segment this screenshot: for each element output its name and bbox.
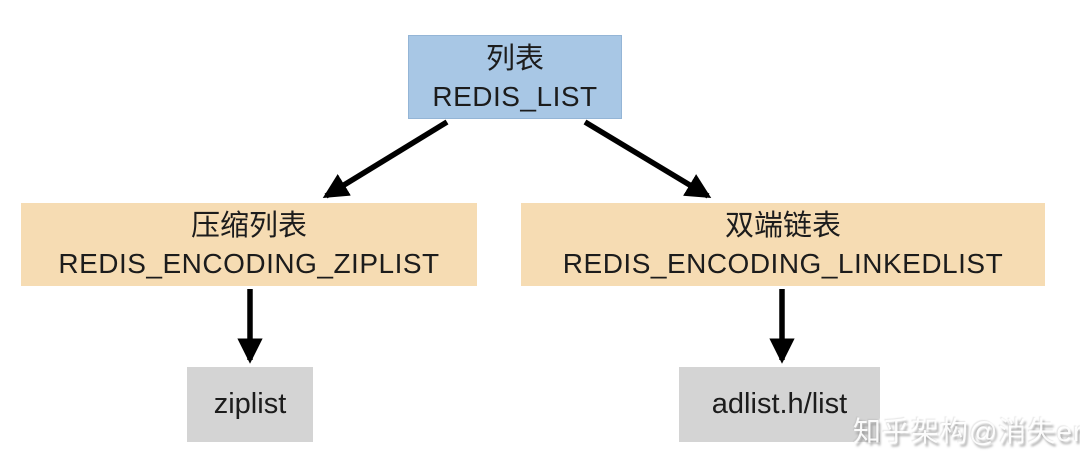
node-ziplist-impl: ziplist [187, 367, 313, 442]
node-redis-list: 列表 REDIS_LIST [408, 35, 622, 119]
node-encoding-ziplist-cn-label: 压缩列表 [190, 210, 307, 242]
watermark-text: 知乎架构@消失er [853, 416, 1080, 447]
node-encoding-linkedlist-code-label: REDIS_ENCODING_LINKEDLIST [562, 248, 1004, 279]
node-adlist-impl-label: adlist.h/list [711, 388, 848, 420]
node-ziplist-impl-label: ziplist [213, 388, 287, 420]
node-encoding-linkedlist: 双端链表 REDIS_ENCODING_LINKEDLIST [521, 203, 1045, 286]
node-encoding-ziplist: 压缩列表 REDIS_ENCODING_ZIPLIST [21, 203, 477, 286]
node-redis-list-code-label: REDIS_LIST [432, 80, 598, 112]
arrow-list-to-linkedlist-encoding [583, 119, 712, 199]
node-redis-list-cn-label: 列表 [485, 42, 544, 75]
node-encoding-linkedlist-cn-label: 双端链表 [724, 210, 841, 242]
node-encoding-ziplist-code-label: REDIS_ENCODING_ZIPLIST [58, 248, 440, 279]
zhihu-logo-watermark [878, 408, 914, 444]
arrow-list-to-ziplist-encoding [322, 119, 449, 199]
node-adlist-impl: adlist.h/list [679, 367, 880, 442]
